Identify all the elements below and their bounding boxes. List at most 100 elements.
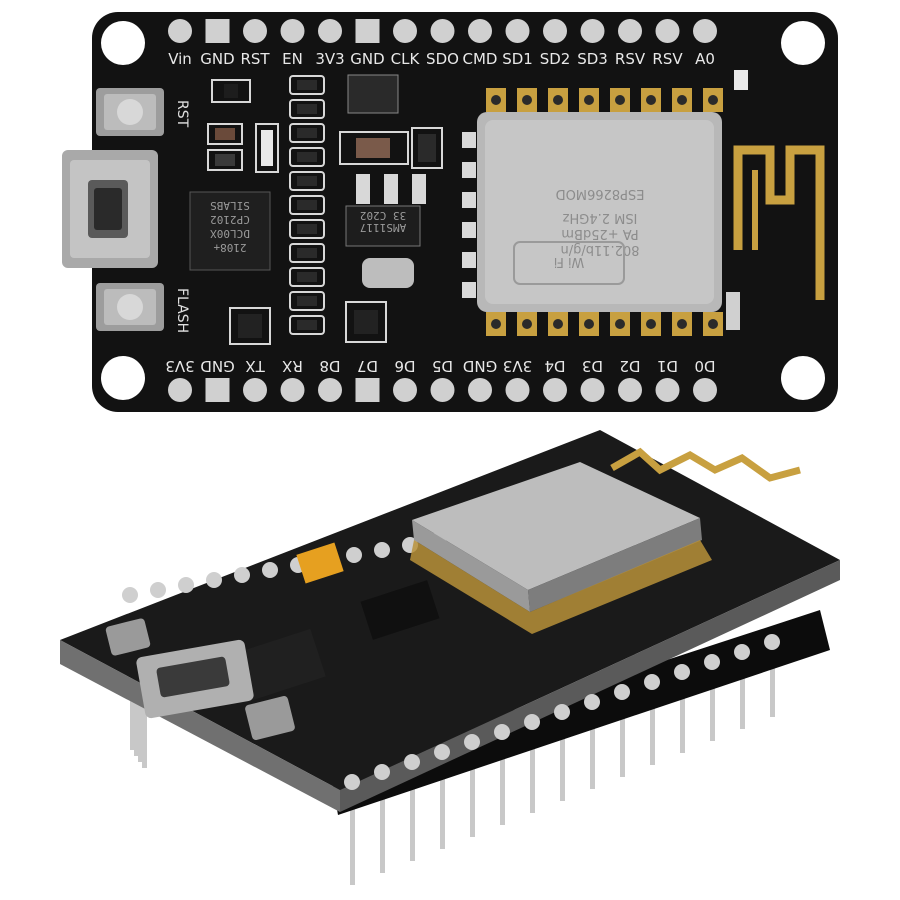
resistor: [289, 315, 325, 335]
mounting-hole: [781, 21, 825, 65]
top-pin-label: RSV: [615, 50, 646, 68]
pin-pad: [693, 19, 717, 43]
angled-pin-pad: [404, 754, 420, 770]
resistor: [289, 99, 325, 119]
header-pin: [680, 680, 685, 753]
mounting-hole: [101, 356, 145, 400]
angled-pin-pad: [206, 572, 222, 588]
pin-pad: [243, 378, 267, 402]
module-side-pad: [462, 282, 476, 298]
top-pin-label: SD3: [577, 50, 608, 68]
angled-pin-pad: [344, 774, 360, 790]
top-pin-label: 3V3: [315, 50, 344, 68]
angled-antenna: [610, 447, 801, 482]
module-line-3: PA +25dBm: [561, 226, 638, 241]
pin-pad: [655, 19, 680, 43]
resistor: [289, 171, 325, 191]
top-pin-label: A0: [695, 50, 715, 68]
angled-pin-pad: [704, 654, 720, 670]
resistor: [289, 123, 325, 143]
pin-pad: [355, 378, 380, 402]
angled-pin-pad: [178, 577, 194, 593]
pin-pad: [505, 378, 530, 402]
bottom-pin-label: D1: [657, 357, 678, 375]
resistor: [289, 75, 325, 95]
angled-pin-pad: [262, 562, 278, 578]
angled-pin-pads: [122, 517, 780, 790]
module-side-pad: [462, 222, 476, 238]
esp-module-pads: [462, 88, 723, 336]
top-pin-label: GND: [350, 50, 384, 68]
mounting-hole: [101, 21, 145, 65]
top-pin-pads: [168, 19, 717, 43]
header-pin: [500, 740, 505, 825]
pin-pad: [468, 19, 492, 43]
pcb-antenna: [733, 145, 825, 300]
header-pin: [650, 690, 655, 765]
resistor: [289, 243, 325, 263]
angled-pin-pad: [614, 684, 630, 700]
rst-button-label: RST: [174, 100, 190, 128]
pin-pad: [580, 378, 605, 402]
bottom-pin-label: D3: [582, 357, 603, 375]
angled-pin-pad: [584, 694, 600, 710]
top-pin-label: SD1: [502, 50, 533, 68]
angled-view-board: [60, 430, 840, 885]
header-pin: [560, 720, 565, 801]
regulator-line-1: AMS1117: [360, 221, 406, 234]
header-pin: [770, 650, 775, 717]
top-pin-label: CLK: [391, 50, 421, 68]
header-pin: [350, 790, 355, 885]
pin-pad: [168, 378, 192, 402]
top-pin-label: RSV: [652, 50, 683, 68]
header-pin: [380, 780, 385, 873]
resistor: [289, 291, 325, 311]
smd-components: [207, 79, 279, 173]
flash-button-label: FLASH: [174, 288, 190, 333]
bottom-pin-label: D0: [694, 357, 715, 375]
pin-pad: [318, 378, 342, 402]
angled-usb-chip: [234, 628, 326, 702]
header-pin: [134, 696, 139, 756]
ams1117-regulator: AMS1117 33 C202: [339, 74, 443, 288]
pin-pad: [205, 378, 230, 402]
header-pin: [710, 670, 715, 741]
header-pin: [590, 710, 595, 789]
chip-line-4: 2108+: [213, 241, 246, 254]
angled-pin-pad: [374, 764, 390, 780]
pin-pad: [393, 19, 417, 43]
pin-pad: [393, 378, 417, 402]
pin-pad: [468, 378, 492, 402]
bottom-pin-label: 3V3: [165, 357, 194, 375]
bottom-pin-label: TX: [245, 357, 265, 375]
bottom-pin-label: D7: [357, 357, 378, 375]
angled-pin-pad: [122, 587, 138, 603]
mounting-hole: [781, 356, 825, 400]
pin-pad: [580, 19, 605, 43]
bottom-pin-label: D6: [394, 357, 415, 375]
angled-pin-pad: [554, 704, 570, 720]
angled-pin-pad: [734, 644, 750, 660]
angled-pin-pad: [234, 567, 250, 583]
angled-pin-pad: [464, 734, 480, 750]
bottom-pin-label: D5: [432, 357, 453, 375]
pin-pad: [318, 19, 342, 43]
angled-pin-pad: [434, 744, 450, 760]
module-line-2: ISM 2.4GHz: [562, 210, 637, 225]
pin-pad: [543, 19, 567, 43]
resistor: [289, 147, 325, 167]
angled-pin-pad: [524, 714, 540, 730]
pin-pad: [430, 378, 455, 402]
bottom-pin-pads: [168, 378, 717, 402]
bottom-pin-label: D4: [544, 357, 565, 375]
pin-pad: [618, 378, 642, 402]
pin-pad: [655, 378, 680, 402]
angled-pcb: [60, 430, 840, 790]
top-pin-label: SDO: [426, 50, 459, 68]
module-side-pad: [462, 192, 476, 208]
angled-pin-pad: [150, 582, 166, 598]
